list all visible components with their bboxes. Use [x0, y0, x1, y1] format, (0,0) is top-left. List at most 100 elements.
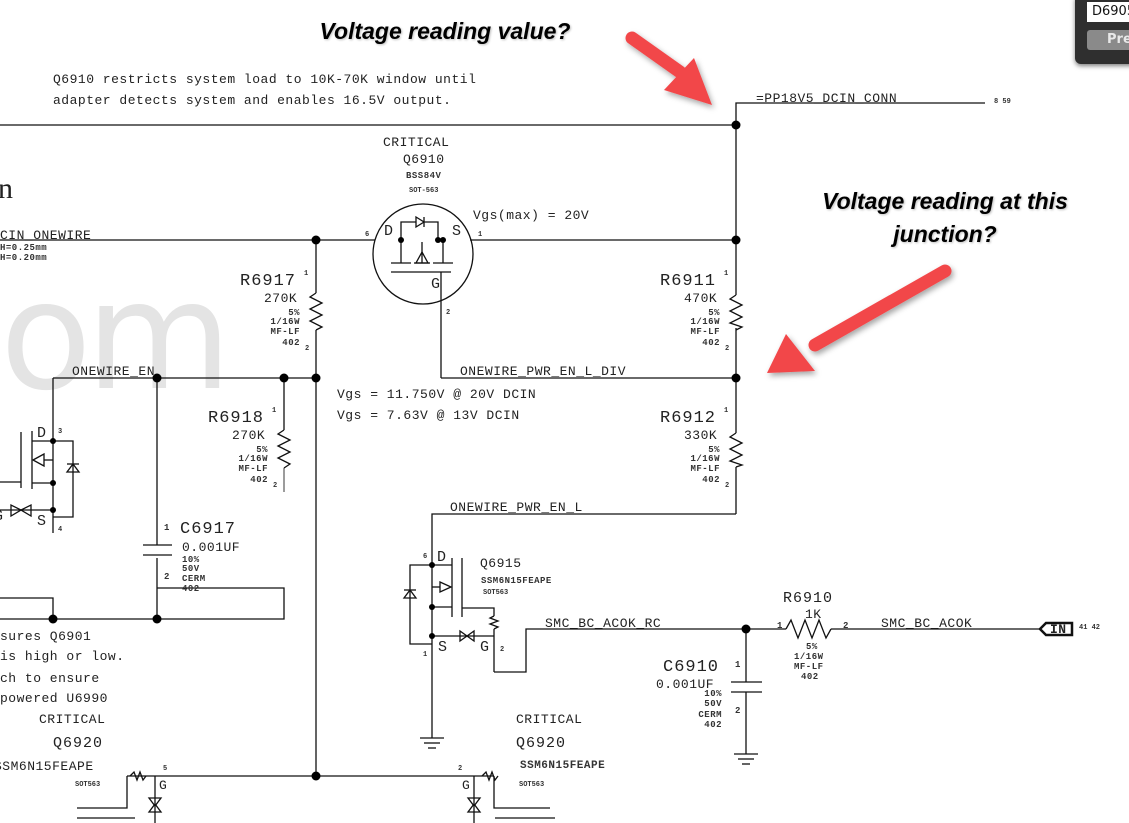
r6917-size: 402 [282, 338, 300, 348]
net-pp18v5-pages: 8 59 [994, 98, 1011, 106]
c6917-pin1: 1 [164, 523, 170, 533]
r6912-size: 402 [702, 475, 720, 485]
q6920a-critical: CRITICAL [39, 712, 106, 727]
mosfet-q6910-symbol [372, 203, 474, 305]
r6918-pin1: 1 [272, 407, 277, 415]
r6917-type: MF-LF [270, 327, 300, 337]
r6912-pin1: 1 [724, 407, 729, 415]
c6910-volt: 50V [704, 699, 722, 709]
r6910-ref: R6910 [783, 590, 834, 607]
q6910-g-label: G [431, 276, 442, 293]
net-onewire-pwr-en-l: ONEWIRE_PWR_EN_L [450, 500, 583, 515]
q6915-pkg: SOT563 [483, 589, 509, 597]
q6920b-g-label: G [462, 778, 471, 793]
r6911-ref: R6911 [660, 272, 717, 291]
q6915-pin-g: 2 [500, 646, 505, 654]
q6910-s-label: S [452, 223, 463, 240]
c6910-tol: 10% [704, 689, 722, 699]
r6911-power: 1/16W [690, 317, 720, 327]
r6911-tol: 5% [708, 308, 720, 318]
note-left-line1: sures Q6901 [0, 629, 92, 644]
net-dcin-width1: H=0.25mm [0, 243, 48, 253]
q6915-s-label: S [438, 639, 449, 656]
q6920a-pin-g: 5 [163, 765, 168, 773]
r6911-pin1: 1 [724, 270, 729, 278]
q6910-part: BSS84V [406, 171, 442, 181]
r6910-value: 1K [805, 607, 822, 622]
c6917-pin2: 2 [164, 572, 170, 582]
r6917-pin2: 2 [305, 345, 310, 353]
annotation-voltage-reading-junction: Voltage reading at this junction? [822, 188, 1068, 247]
note-left-line4: powered U6990 [0, 691, 108, 706]
r6918-ref: R6918 [208, 409, 265, 428]
r6910-tol: 5% [806, 642, 818, 652]
q6920b-part: SSM6N15FEAPE [520, 760, 606, 772]
r6910-size: 402 [801, 672, 819, 682]
r6917-ref: R6917 [240, 272, 297, 291]
note-vgs-line2: Vgs = 7.63V @ 13V DCIN [337, 408, 520, 423]
find-input[interactable]: D6905 [1087, 2, 1129, 22]
q6915-part: SSM6N15FEAPE [481, 576, 552, 586]
net-pp18v5-dcin-conn: =PP18V5_DCIN_CONN [756, 91, 898, 106]
q6920a-part: SSM6N15FEAPE [0, 759, 94, 774]
port-in-label: IN [1050, 622, 1067, 637]
wire-pwr-en-l [431, 513, 736, 555]
r6918-size: 402 [250, 475, 268, 485]
note-left-line2: is high or low. [0, 649, 125, 664]
arrow-junction-icon [767, 264, 952, 373]
c6910-size: 402 [704, 720, 722, 730]
c6910-value: 0.001UF [656, 677, 715, 692]
q6910-pin-g: 2 [446, 309, 451, 317]
r6912-ref: R6912 [660, 409, 717, 428]
c6910-type: CERM [698, 710, 722, 720]
q6920a-ref: Q6920 [53, 735, 104, 752]
prev-button[interactable]: Prev [1087, 30, 1129, 50]
q6910-pin-s: 1 [478, 231, 483, 239]
net-smc-bc-acok: SMC_BC_ACOK [881, 616, 973, 631]
partial-title-text: n [0, 172, 13, 205]
q6920b-ref: Q6920 [516, 735, 567, 752]
r6911-type: MF-LF [690, 327, 720, 337]
r6917-tol: 5% [288, 308, 300, 318]
q6920a-pkg: SOT563 [75, 781, 101, 789]
q6915-pin-d: 6 [423, 553, 428, 561]
r6918-pin2: 2 [273, 482, 278, 490]
resistor-r6918-zigzag [276, 429, 292, 469]
note-top-line1: Q6910 restricts system load to 10K-70K w… [53, 72, 477, 87]
q6915-pin-s: 1 [423, 651, 428, 659]
arrow-top-icon [625, 31, 712, 105]
c6917-type: CERM [182, 574, 206, 584]
q6901-g-label: G [0, 509, 4, 524]
q6915-g-label: G [480, 639, 491, 656]
q6910-d-label: D [384, 223, 395, 240]
net-dcin-width2: H=0.20mm [0, 253, 48, 263]
r6917-power: 1/16W [270, 317, 300, 327]
wire-pp18v5 [735, 102, 985, 125]
note-vgs-line1: Vgs = 11.750V @ 20V DCIN [337, 387, 537, 402]
q6901-pin-s: 4 [58, 526, 63, 534]
q6910-ref: Q6910 [403, 152, 445, 167]
q6920b-pkg: SOT563 [519, 781, 545, 789]
net-onewire-pwr-en-l-div: ONEWIRE_PWR_EN_L_DIV [460, 364, 627, 379]
resistor-r6917-zigzag [308, 292, 324, 331]
r6911-value: 470K [684, 291, 718, 306]
net-smc-bc-acok-rc: SMC_BC_ACOK_RC [545, 616, 662, 631]
watermark: om [0, 250, 232, 424]
r6912-tol: 5% [708, 445, 720, 455]
net-dcin-onewire: CIN_ONEWIRE [0, 228, 92, 243]
annotation-voltage-reading-value: Voltage reading value? [319, 18, 571, 44]
resistor-r6910-zigzag [785, 618, 832, 640]
c6910-pin1: 1 [735, 660, 741, 670]
r6918-tol: 5% [256, 445, 268, 455]
c6917-ref: C6917 [180, 520, 237, 539]
r6917-value: 270K [264, 291, 298, 306]
r6912-type: MF-LF [690, 464, 720, 474]
r6910-power: 1/16W [794, 652, 824, 662]
r6911-pin2: 2 [725, 345, 730, 353]
q6920b-pin-g: 2 [458, 765, 463, 773]
resistor-r6912-zigzag [728, 432, 745, 468]
q6915-d-label: D [437, 549, 448, 566]
port-in-outline [1038, 621, 1074, 637]
c6917-value: 0.001UF [182, 540, 241, 555]
